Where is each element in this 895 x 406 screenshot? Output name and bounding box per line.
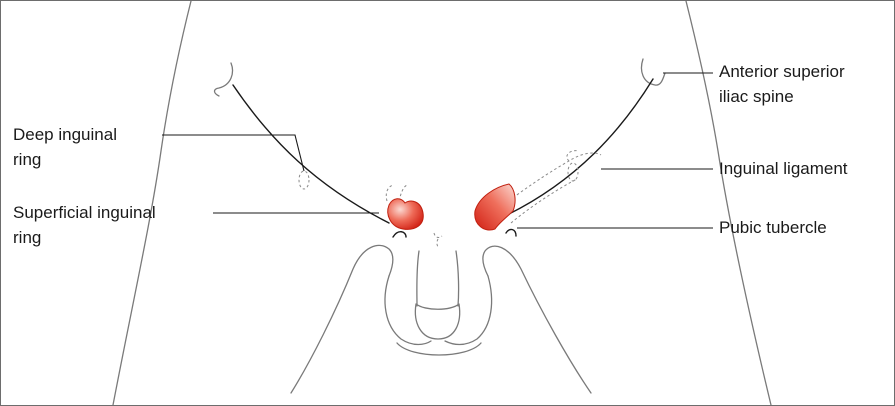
leader-deep-ring <box>162 135 304 171</box>
scrotum <box>385 276 492 345</box>
right-thigh <box>483 246 591 393</box>
glans <box>415 304 459 339</box>
left-spermatic-cord <box>388 199 423 230</box>
penis-shaft <box>417 251 459 306</box>
right-iliac-bump <box>642 59 666 85</box>
left-pubic-tubercle <box>393 232 406 237</box>
label-superficial-inguinal-ring: Superficial inguinal ring <box>13 200 156 250</box>
left-thigh <box>291 245 393 393</box>
canal-outlines <box>299 151 601 223</box>
perineum-curve <box>397 343 481 355</box>
right-canal-top <box>567 151 579 161</box>
label-inguinal-ligament: Inguinal ligament <box>719 156 848 181</box>
right-pubic-tubercle <box>506 229 516 236</box>
right-spermatic-cord <box>475 184 515 230</box>
left-inguinal-ligament <box>233 85 389 223</box>
navel-icon <box>434 233 442 248</box>
left-deep-ring <box>299 171 309 189</box>
left-iliac-bump <box>215 63 233 96</box>
label-pubic-tubercle: Pubic tubercle <box>719 215 827 240</box>
right-inguinal-ligament <box>507 79 653 215</box>
label-anterior-superior-iliac-spine: Anterior superior iliac spine <box>719 59 845 109</box>
right-canal <box>501 153 601 223</box>
body-outline <box>113 1 771 405</box>
label-deep-inguinal-ring: Deep inguinal ring <box>13 122 117 172</box>
leader-lines <box>162 73 713 228</box>
